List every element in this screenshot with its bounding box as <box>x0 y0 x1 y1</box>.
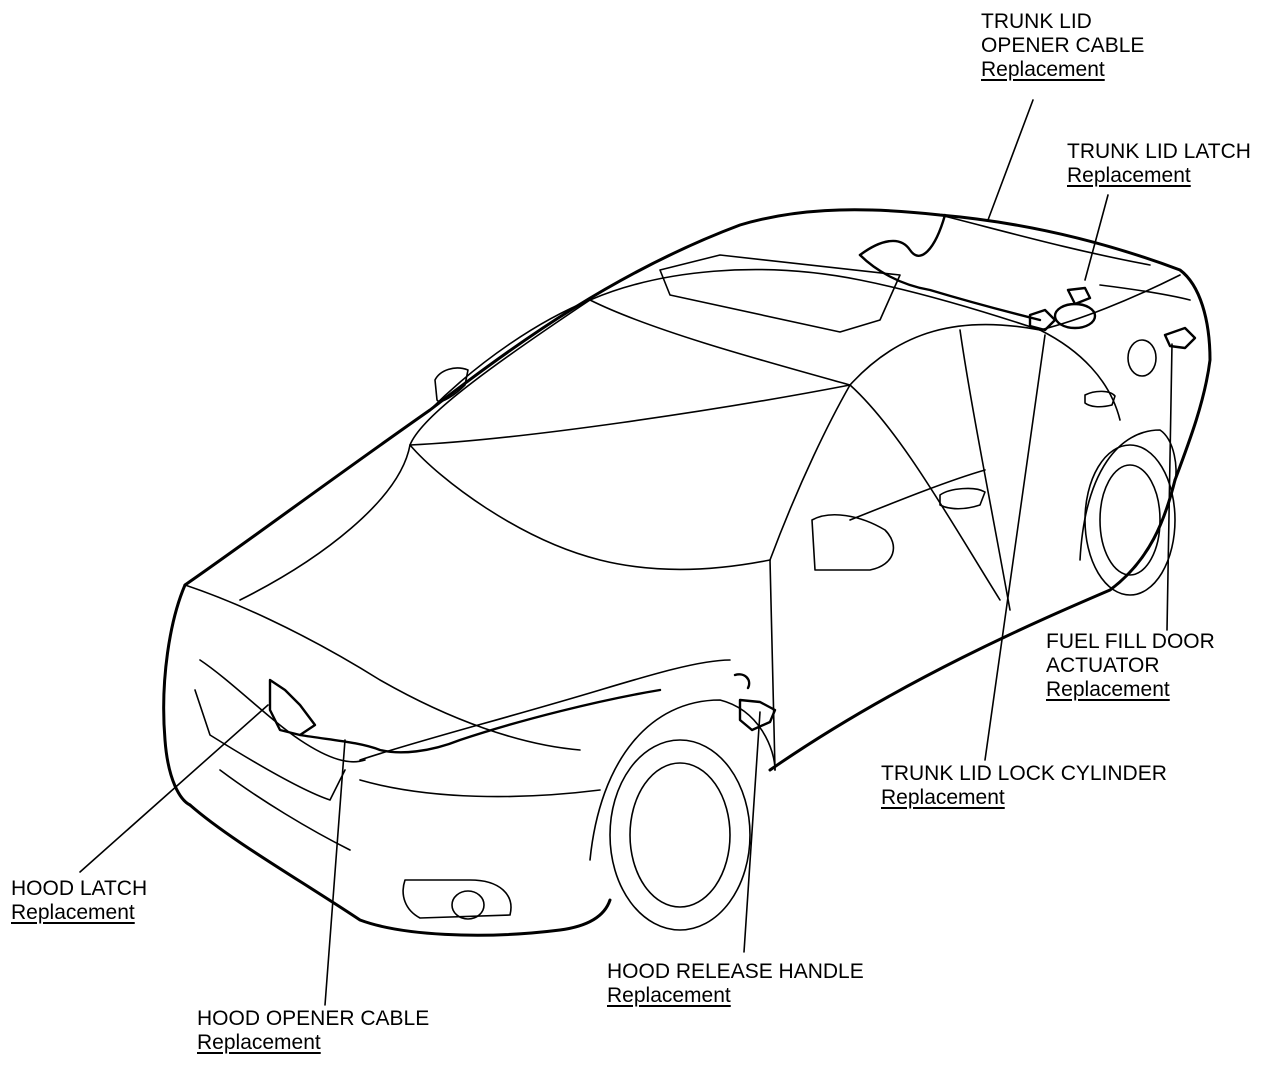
hood-opener-cable-replacement-link[interactable]: Replacement <box>197 1031 321 1054</box>
car-body-outline <box>162 208 1212 937</box>
trunk-lid-opener-cable-replacement-link[interactable]: Replacement <box>981 58 1105 81</box>
callout-hood-latch: HOOD LATCH Replacement <box>11 877 147 925</box>
callout-trunk-lid-opener-cable: TRUNK LID OPENER CABLE Replacement <box>981 10 1144 82</box>
hood-latch-replacement-link[interactable]: Replacement <box>11 901 135 924</box>
callout-fuel-fill-door-actuator: FUEL FILL DOOR ACTUATOR Replacement <box>1046 630 1215 702</box>
callout-title: TRUNK LID LOCK CYLINDER <box>881 762 1167 785</box>
callout-title: HOOD OPENER CABLE <box>197 1007 430 1030</box>
trunk-lid-lock-cylinder-replacement-link[interactable]: Replacement <box>881 786 1005 809</box>
callout-hood-opener-cable: HOOD OPENER CABLE Replacement <box>197 1007 429 1055</box>
callout-title: TRUNK LID OPENER CABLE <box>981 10 1145 57</box>
callout-title: TRUNK LID LATCH <box>1067 140 1251 163</box>
callout-hood-release-handle: HOOD RELEASE HANDLE Replacement <box>607 960 864 1008</box>
leader-lines <box>79 99 1173 1006</box>
hood-release-handle-replacement-link[interactable]: Replacement <box>607 984 731 1007</box>
callout-trunk-lid-latch: TRUNK LID LATCH Replacement <box>1067 140 1251 188</box>
callout-title: HOOD LATCH <box>11 877 148 900</box>
callout-trunk-lid-lock-cylinder: TRUNK LID LOCK CYLINDER Replacement <box>881 762 1167 810</box>
callout-title: FUEL FILL DOOR ACTUATOR <box>1046 630 1215 677</box>
component-parts <box>268 213 1197 754</box>
fuel-fill-door-actuator-replacement-link[interactable]: Replacement <box>1046 678 1170 701</box>
callout-title: HOOD RELEASE HANDLE <box>607 960 864 983</box>
car-detail-lines <box>184 214 1191 931</box>
trunk-lid-latch-replacement-link[interactable]: Replacement <box>1067 164 1191 187</box>
